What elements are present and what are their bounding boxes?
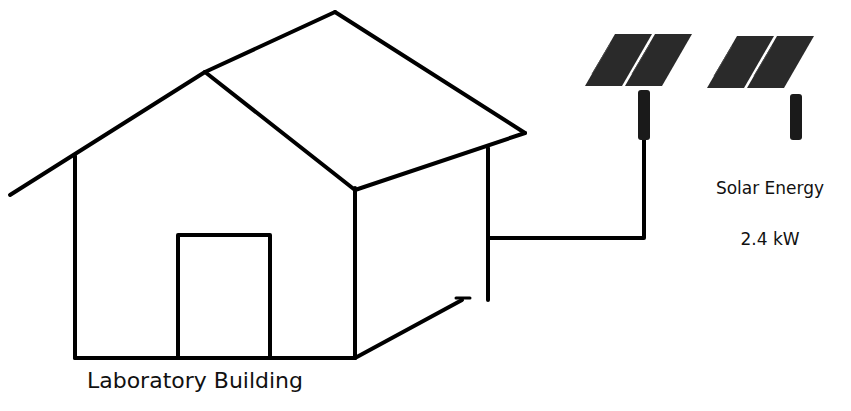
panel-shading — [592, 44, 650, 74]
house-outline — [355, 133, 525, 190]
house-outline — [10, 72, 205, 195]
house-outline — [355, 300, 462, 358]
house-outline — [456, 297, 470, 300]
house-outline — [73, 156, 77, 358]
power-cable — [490, 140, 644, 238]
solar-panel — [707, 36, 814, 88]
solar-panels-illustration — [580, 28, 840, 148]
panel-pole — [790, 94, 802, 140]
house-outline — [75, 356, 355, 360]
node-label: Laboratory Building — [40, 368, 350, 394]
house-outline — [486, 148, 490, 300]
node-value: 2.4 kW — [680, 229, 851, 249]
house-outline — [353, 188, 357, 358]
panel-cell — [747, 36, 814, 88]
solar-panel — [585, 34, 692, 86]
house-outline — [335, 12, 525, 133]
panel-cell — [625, 34, 692, 86]
panel-shading — [714, 46, 772, 76]
solar-node: Solar Energy2.4 kW — [580, 28, 830, 140]
house-outline — [205, 72, 355, 190]
node-label: Solar Energy — [680, 178, 851, 198]
door-outline — [178, 235, 270, 358]
house-illustration — [0, 0, 540, 411]
panel-pole — [638, 90, 650, 140]
house-outline — [205, 12, 335, 72]
building-node: Laboratory Building — [0, 0, 490, 411]
